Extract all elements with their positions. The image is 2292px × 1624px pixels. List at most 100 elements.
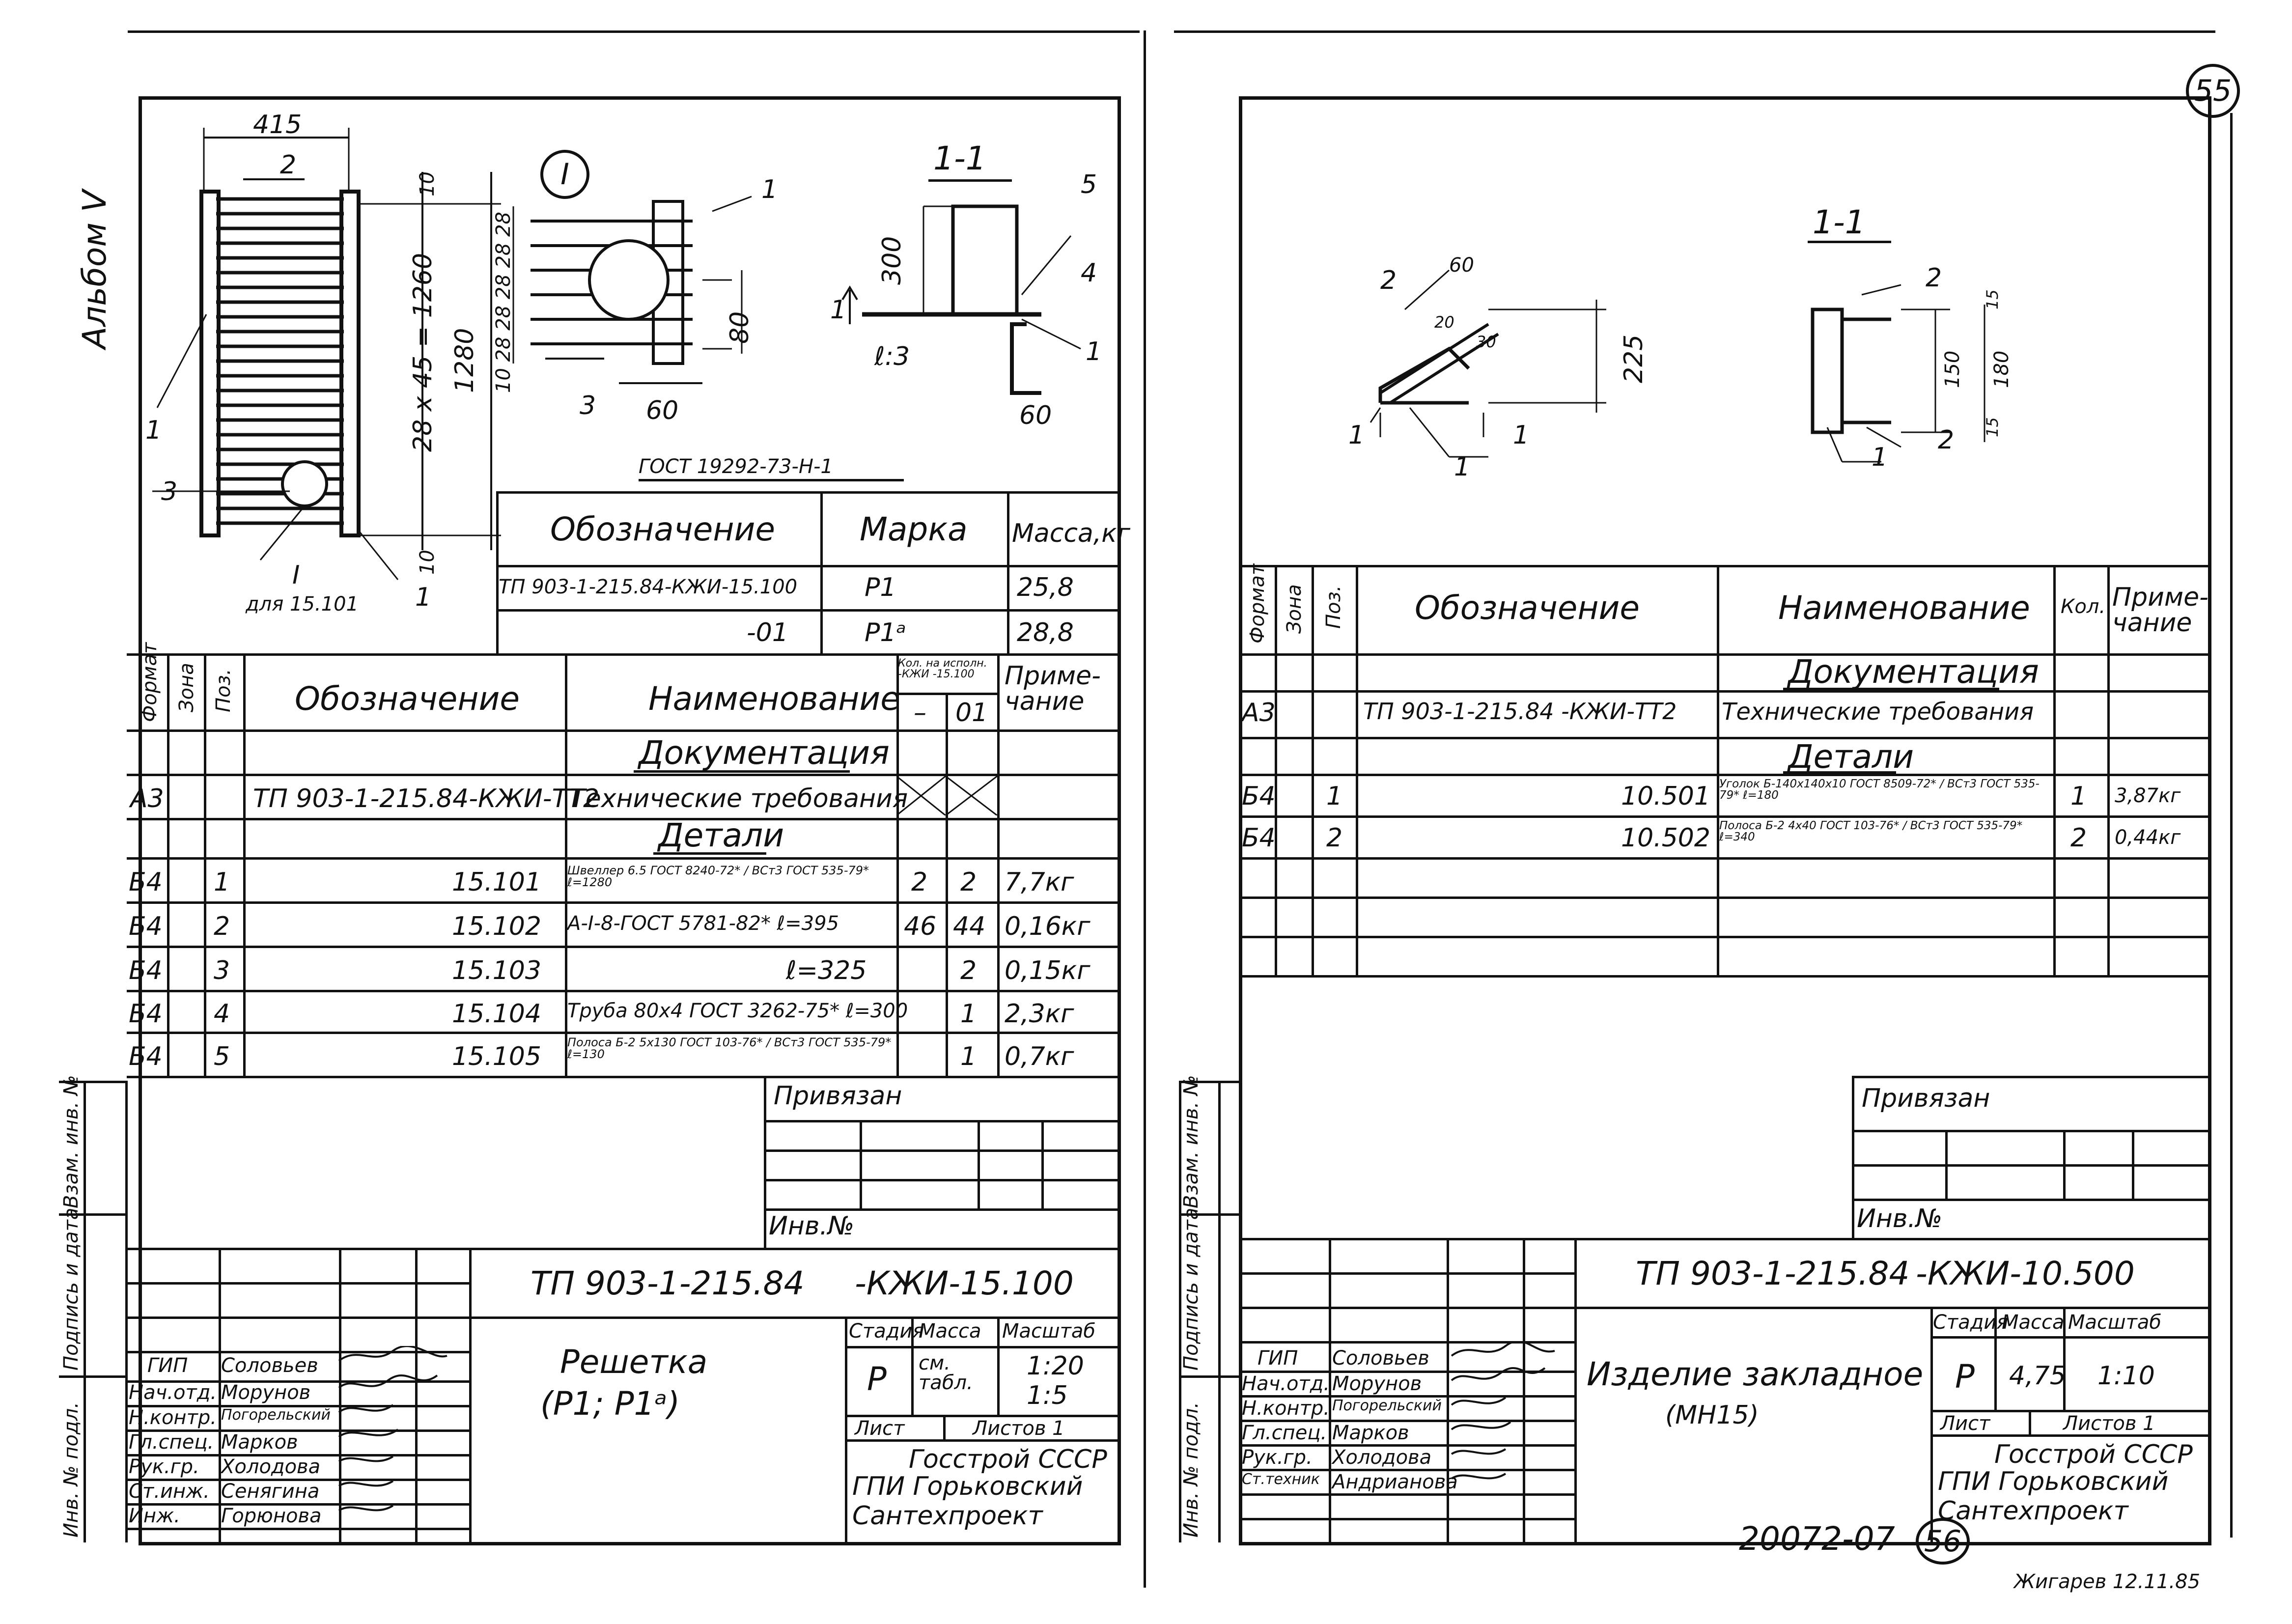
stamp-line [978,1120,980,1208]
sheet-number-56: 56 [1916,1518,1970,1565]
marka-r2-designation: -01 [747,618,788,647]
spec-line [565,653,567,1076]
rstamp-main-line [1930,1336,2211,1339]
rstamp-main-line [1239,1395,1574,1398]
left-sidebar-vzam: Взам. инв. № [60,1075,83,1208]
rspec-h-note: Приме- чание [2112,583,2208,638]
rstamp-name: Соловьев [1332,1347,1429,1370]
right-section-title-underline [1808,241,1891,243]
detail-dims: 10 28 28 28 28 28 [492,212,515,393]
marka-r1-mass: 25,8 [1017,573,1074,602]
rstamp-main-line [1329,1238,1331,1542]
right-sect-pos-2a: 2 [1926,263,1942,293]
left-sidebar-line [59,1375,128,1378]
rstamp-name: Морунов [1332,1372,1422,1395]
spec-r4-name: Труба 80х4 ГОСТ 3262-75* ℓ=300 [567,1000,908,1022]
stamp-main-line [943,1415,946,1439]
spec-line [946,693,948,1076]
rstamp-main-line [2063,1307,2066,1410]
stamp-stadiya-val: Р [867,1360,887,1398]
stamp-org1: Госстрой СССР [909,1445,1107,1474]
rspec-r1-note: 3,87кг [2115,784,2181,807]
rstamp-main-line [1239,1307,2211,1309]
stamp-main-line [127,1351,471,1353]
marka-r1-marka: Р1 [865,573,896,602]
right-section-title: 1-1 [1813,203,1866,241]
detail-pos-1: 1 [761,175,778,204]
rstamp-main-line [1239,1341,1574,1344]
rspec-section-parts: Детали [1788,738,1914,776]
rstamp-role: Н.контр. [1242,1397,1330,1420]
left-sidebar-line [59,1213,128,1216]
right-sect-15b: 15 [1983,417,2002,437]
spec-r2-qty-a: 46 [904,912,937,941]
sheet-number-55: 55 [2186,64,2240,118]
dim-10-bottom: 10 [416,550,439,575]
rspec-doc-designation: ТП 903-1-215.84 -КЖИ-ТТ2 [1363,698,1677,725]
rspec-line [1239,857,2211,860]
right-sidebar-line [1179,1375,1240,1378]
rstamp-title: Изделие закладное [1587,1355,1924,1393]
bottom-code: 20072-07 [1739,1520,1895,1558]
detail-I-drawing [512,196,752,384]
stamp-masshtab-val1: 1:20 [1027,1351,1084,1381]
spec-r5-name: Полоса Б-2 5х130 ГОСТ 103-76* / ВСт3 ГОС… [567,1036,892,1061]
spec-r4-format: Б4 [129,999,163,1029]
marka-table-line [496,491,1120,494]
rstamp-main-line [1239,1469,1574,1471]
stamp-main-line [911,1316,914,1415]
marka-table-line [820,491,823,653]
right-dim-2: 2 [1380,266,1397,295]
rspec-r2-pos: 2 [1326,823,1343,853]
rspec-h-name: Наименование [1778,589,2030,627]
stamp-stadiya: Стадия [849,1320,924,1343]
stamp-main-line [127,1528,471,1530]
spec-line [243,653,246,1076]
spec-h-qty: Кол. на исполн. -КЖИ -15.100 [898,657,987,680]
rstamp-name: Холодова [1332,1446,1432,1469]
album-label: Альбом V [76,190,113,349]
spec-r5-format: Б4 [129,1042,163,1071]
stamp-main-line [845,1439,1121,1442]
marka-table-line [1007,491,1009,653]
spec-line [896,693,997,695]
left-signatures [338,1346,447,1512]
marka-table-line [496,565,1120,567]
left-sidebar-inv: Инв. № подл. [60,1402,83,1538]
rstamp-role: Гл.спец. [1242,1422,1327,1444]
right-arrow-1a: 1 [1348,420,1365,450]
spec-r2-note: 0,16кг [1005,912,1090,941]
rstamp-main-line [1930,1434,2211,1437]
rspec-h-pos: Поз. [1322,585,1345,629]
rspec-r1-format: Б4 [1242,782,1276,811]
spec-line [997,653,1000,1076]
rstamp-list: Лист [1940,1412,1990,1435]
stamp-role: Гл.спец. [129,1431,214,1454]
rspec-h-designation: Обозначение [1415,589,1640,627]
plan-pos-1b: 1 [415,583,432,612]
rstamp-line [1852,1076,1854,1238]
detail-dim-60: 60 [646,396,679,425]
stamp-masshtab: Масштаб [1002,1320,1096,1343]
spec-h-qty-a: – [914,698,926,728]
stamp-main-line [997,1316,1000,1415]
spec-doc-designation: ТП 903-1-215.84-КЖИ-ТТ2 [253,784,600,813]
rstamp-name: Андрианова [1332,1471,1458,1493]
stamp-masshtab-val2: 1:5 [1027,1381,1068,1410]
stamp-role: Ст.инж. [129,1480,210,1503]
bottom-signature: Жигарев 12.11.85 [2014,1570,2201,1593]
stamp-line [764,1208,1121,1211]
right-dim-30: 30 [1476,333,1496,351]
rspec-r1-pos: 1 [1326,782,1343,811]
marka-r2-mass: 28,8 [1017,618,1074,647]
dim-pos-2: 2 [280,150,297,180]
rstamp-main-line [2029,1410,2031,1434]
spec-h-qty-b: 01 [955,698,988,728]
stamp-main-line [469,1248,472,1542]
rspec-doc-name: Технические требования [1722,698,2034,726]
stamp-main-line [415,1248,418,1542]
marka-table-line [496,609,1120,612]
stamp-main-line [127,1282,471,1285]
rstamp-main-line [1239,1518,1574,1520]
spec-r4-qty-b: 1 [960,999,977,1029]
